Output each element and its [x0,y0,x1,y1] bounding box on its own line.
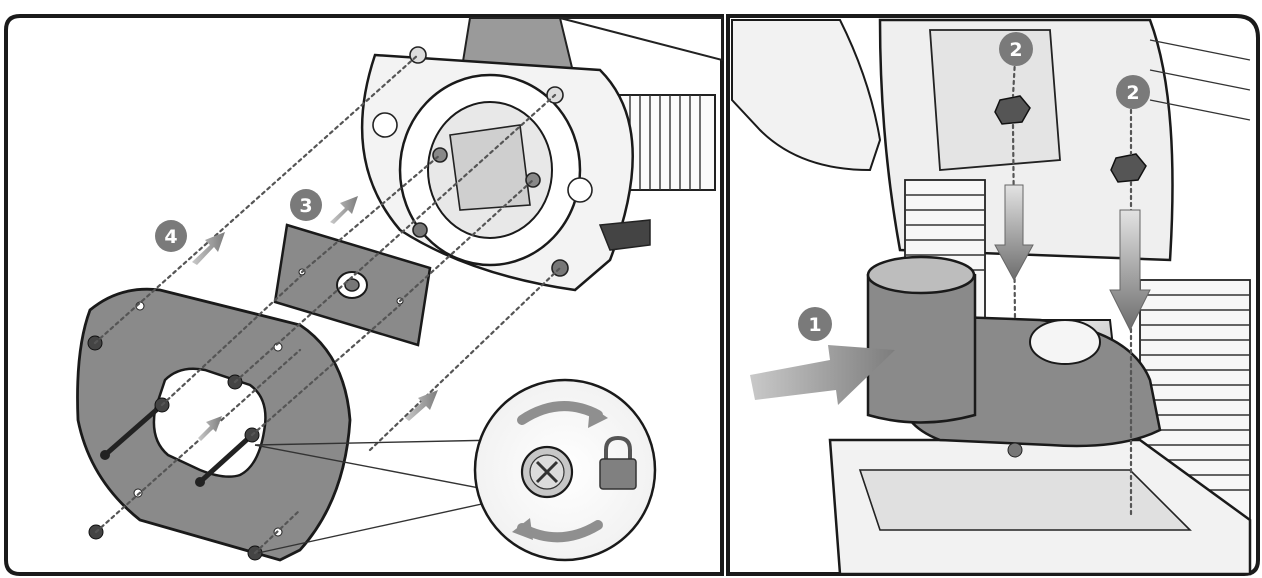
nut-icon [1110,153,1147,183]
arrow-icon [1109,209,1151,332]
down-arrows [994,184,1151,332]
right-panel: 1 2 2 [726,14,1260,576]
arrow-icon [405,390,438,421]
zoom-lens [473,378,657,562]
adapter-plate [273,223,432,347]
direction-arrows [192,196,438,441]
step-badge-1: 1 [798,307,832,341]
svg-text:2: 2 [1126,82,1139,104]
svg-text:1: 1 [808,314,821,336]
step-badge-2: 2 [999,32,1033,66]
assembly-lines [93,53,562,555]
arrow-icon [994,184,1034,282]
arrow-icon [330,196,358,224]
step-badge-3: 3 [290,189,322,221]
nut-icon [994,95,1031,125]
step-badge-4: 4 [155,220,187,252]
router-base-housing [360,17,723,292]
arrow-icon [192,232,225,265]
arrow-icon [750,345,895,405]
arrow-icon [198,416,222,441]
svg-text:3: 3 [299,195,312,217]
svg-text:4: 4 [164,226,177,248]
router-body [731,18,1252,576]
lock-icon [599,435,637,490]
svg-text:2: 2 [1009,39,1022,61]
step-badge-2-second: 2 [1116,75,1150,109]
callout-lines [254,439,501,554]
left-panel: 3 4 [4,14,724,576]
